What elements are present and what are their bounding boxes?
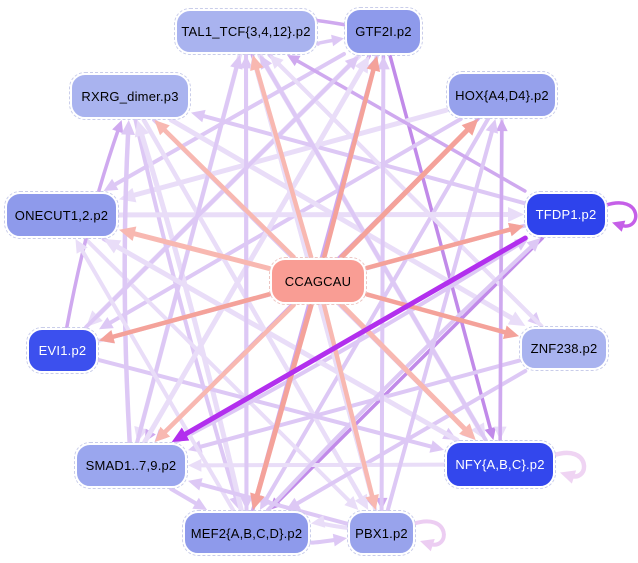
edge-rxrg-mef2: [133, 118, 239, 504]
edge-ccagcau-rxrg: [159, 124, 296, 260]
node-onecut[interactable]: ONECUT1,2.p2: [4, 191, 119, 239]
edge-znf238-smad: [195, 358, 521, 450]
edge-nfy-smad: [195, 462, 446, 468]
edge-tfdp1-rxrg: [198, 113, 526, 206]
self-loop-nfy: [550, 450, 587, 479]
node-tal1[interactable]: TAL1_TCF{3,4,12}.p2: [174, 8, 318, 55]
edge-znf238-mef2: [292, 369, 528, 508]
edge-pbx1-hox: [385, 126, 495, 512]
edge-smad-mef2: [169, 487, 202, 508]
node-rxrg[interactable]: RXRG_dimer.p3: [69, 72, 191, 120]
edge-smad-gtf2i: [142, 63, 367, 445]
edge-smad-tal1-arrowhead: [230, 55, 243, 70]
node-gtf2i[interactable]: GTF2I.p2: [344, 7, 423, 56]
edge-pbx1-gtf2i: [379, 63, 386, 512]
edge-smad-rxrg-arrowhead: [121, 120, 135, 136]
edge-ccagcau-onecut: [127, 230, 272, 271]
node-mef2[interactable]: MEF2{A,B,C,D}.p2: [182, 510, 311, 556]
edge-pbx1-smad-arrowhead: [188, 478, 203, 491]
self-loop-tfdp1-arrowhead: [612, 220, 626, 232]
edge-ccagcau-pbx1-arrowhead: [365, 494, 379, 510]
edge-ccagcau-znf238: [364, 292, 512, 336]
edge-nfy-smad-arrowhead: [188, 458, 202, 472]
edge-hox-onecut: [127, 107, 449, 199]
edge-ccagcau-tfdp1: [364, 226, 517, 271]
edge-ccagcau-hox: [339, 124, 473, 260]
edge-mef2-tfdp1: [265, 242, 536, 512]
edge-mef2-pbx1-arrowhead: [332, 533, 347, 547]
edge-onecut-tfdp1-arrowhead: [507, 207, 524, 223]
edge-smad-rxrg: [122, 128, 132, 445]
edge-pbx1-mef2: [317, 520, 349, 530]
node-smad[interactable]: SMAD1..7,9.p2: [74, 442, 188, 489]
edge-evi1-nfy-arrowhead: [429, 440, 444, 453]
edge-mef2-onecut: [78, 245, 236, 512]
edge-evi1-rxrg-arrowhead: [112, 120, 124, 134]
edge-ccagcau-pbx1: [321, 302, 376, 503]
edge-nfy-hox-arrowhead: [495, 119, 508, 132]
node-hox[interactable]: HOX{A4,D4}.p2: [446, 71, 558, 119]
node-evi1[interactable]: EVI1.p2: [26, 327, 99, 374]
edge-tal1-gtf2i-arrowhead: [331, 34, 344, 47]
edge-rxrg-znf238: [168, 117, 519, 323]
edge-mef2-pbx1: [309, 537, 340, 545]
edge-nfy-hox: [498, 125, 504, 442]
edge-nfy-tal1: [262, 61, 488, 442]
self-loop-pbx1: [411, 519, 446, 547]
edge-evi1-gtf2i: [84, 60, 355, 329]
edge-ccagcau-nfy: [339, 302, 471, 435]
edge-hox-evi1: [105, 117, 463, 327]
edge-tfdp1-smad: [178, 235, 528, 439]
edge-ccagcau-gtf2i: [322, 63, 377, 260]
node-nfy[interactable]: NFY{A,B,C}.p2: [444, 440, 556, 489]
edge-ccagcau-tfdp1-arrowhead: [508, 222, 524, 237]
edge-znf238-tal1: [274, 59, 544, 328]
edge-ccagcau-evi1: [106, 292, 272, 341]
edge-ccagcau-mef2: [253, 302, 314, 502]
node-pbx1[interactable]: PBX1.p2: [347, 510, 416, 556]
edge-rxrg-pbx1: [141, 117, 366, 504]
edge-gtf2i-nfy-arrowhead: [484, 426, 496, 440]
edge-ccagcau-gtf2i-arrowhead: [366, 56, 381, 72]
node-ccagcau[interactable]: CCAGCAU: [269, 257, 367, 305]
edge-pbx1-hox-arrowhead: [485, 119, 499, 134]
edge-mef2-tal1-arrowhead: [239, 55, 253, 69]
edge-tfdp1-rxrg-arrowhead: [191, 109, 206, 123]
edge-tal1-gtf2i: [315, 38, 338, 46]
self-loop-tfdp1: [603, 201, 638, 228]
edge-pbx1-gtf2i-arrowhead: [376, 56, 390, 70]
edge-smad-tfdp1: [173, 241, 523, 444]
edge-ccagcau-smad: [159, 302, 296, 438]
node-tfdp1[interactable]: TFDP1.p2: [524, 191, 608, 238]
edge-smad-tal1: [135, 62, 240, 444]
edge-nfy-onecut: [110, 242, 460, 443]
node-znf238[interactable]: ZNF238.p2: [519, 326, 609, 371]
edge-ccagcau-tal1: [253, 62, 314, 260]
